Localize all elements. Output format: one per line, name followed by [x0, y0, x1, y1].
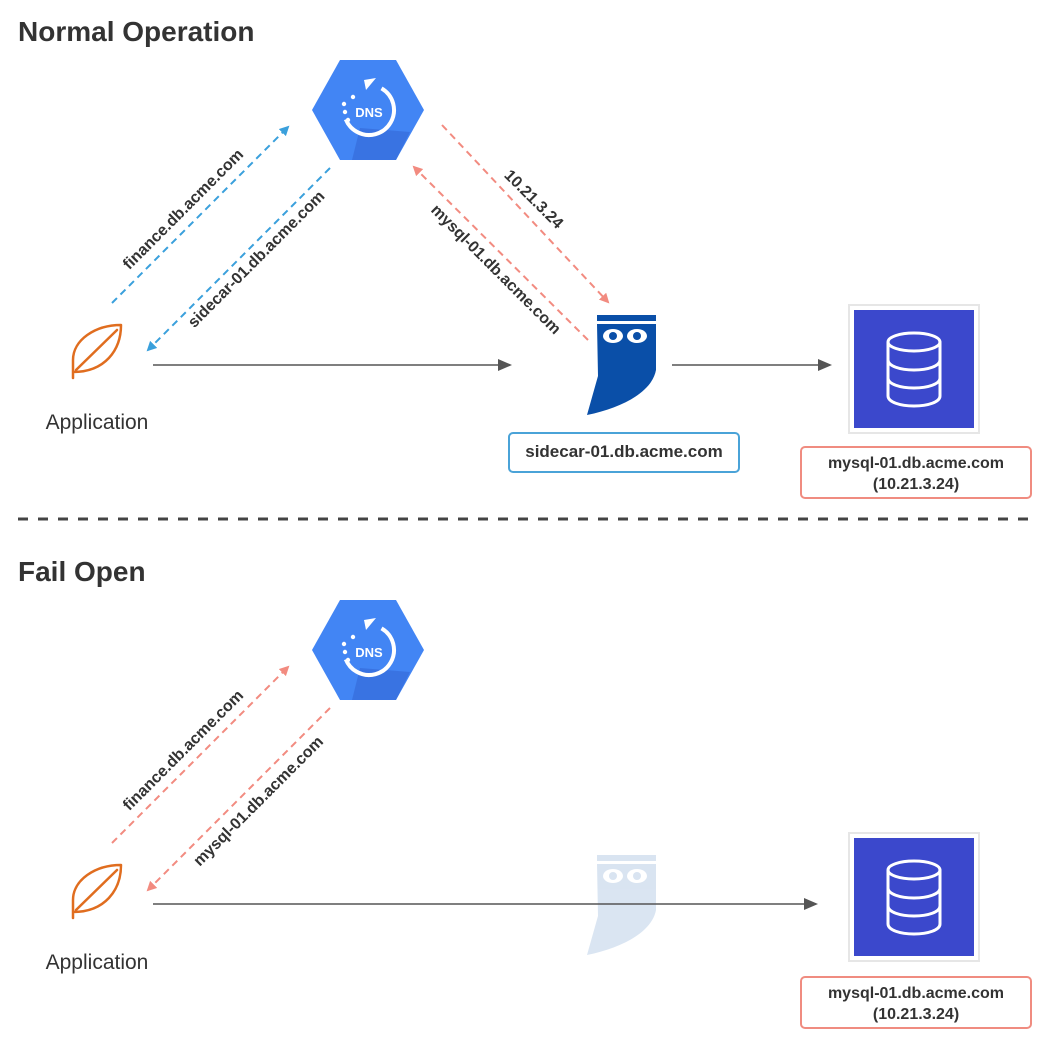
db-ip-text: (10.21.3.24) [872, 476, 960, 493]
owl-sidecar-icon [587, 315, 656, 415]
arrow-dns-to-app [146, 167, 331, 352]
arrow-sidecar-to-dns [412, 165, 589, 341]
db-host-text: mysql-01.db.acme.com [827, 455, 1005, 472]
arrow-dns-to-app [146, 707, 331, 892]
section-title-fail-open: Fail Open [18, 556, 146, 587]
database-icon [848, 304, 980, 434]
sidecar-host-callout: sidecar-01.db.acme.com [508, 432, 740, 473]
db-host-callout: mysql-01.db.acme.com (10.21.3.24) [800, 976, 1032, 1029]
owl-sidecar-icon [587, 855, 656, 955]
db-host-text: mysql-01.db.acme.com [827, 985, 1005, 1002]
sidecar-host-text: sidecar-01.db.acme.com [525, 442, 723, 461]
arrow-dns-to-sidecar [441, 124, 610, 304]
arrow-app-to-dns [111, 665, 290, 844]
db-host-callout: mysql-01.db.acme.com (10.21.3.24) [800, 446, 1032, 499]
application-label: Application [45, 951, 149, 974]
dns-badge-text: DNS [355, 645, 383, 660]
dns-badge-text: DNS [355, 105, 383, 120]
leaf-icon [71, 863, 123, 920]
dns-icon: DNS [312, 600, 424, 700]
arrow-app-to-dns [111, 125, 290, 304]
section-title-normal: Normal Operation [18, 16, 255, 47]
leaf-icon [71, 323, 123, 380]
db-ip-text: (10.21.3.24) [872, 1006, 960, 1023]
application-label: Application [45, 411, 149, 434]
dns-icon: DNS [312, 60, 424, 160]
database-icon [848, 832, 980, 962]
